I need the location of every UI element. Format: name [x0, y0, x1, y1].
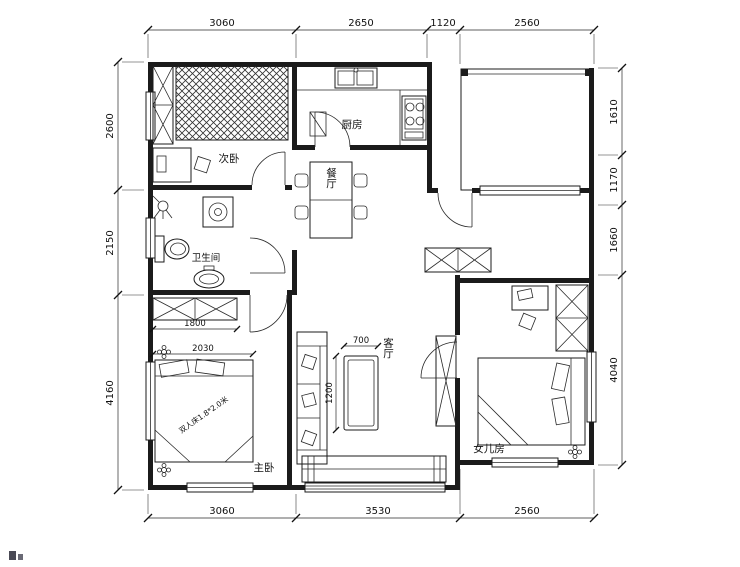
door-kitchen	[314, 111, 351, 148]
dim-label: 2030	[192, 344, 214, 354]
desk	[511, 285, 549, 331]
door-master-bedroom	[249, 294, 288, 333]
dim-label: 3060	[209, 506, 234, 517]
door-daughter-room	[420, 341, 458, 379]
watermark-logo	[9, 551, 23, 560]
master-bed: 双人床1.8*2.0米	[154, 358, 254, 463]
door-entry	[437, 192, 473, 228]
chair	[353, 173, 368, 188]
dim-table-width: 700	[340, 336, 382, 350]
room-label-dining: 餐厅	[325, 167, 337, 189]
coffee-table	[343, 355, 379, 431]
dim-label: 4040	[609, 357, 620, 382]
dim-label: 1200	[325, 382, 335, 404]
sink	[334, 67, 378, 89]
wardrobe	[152, 297, 238, 321]
plant-icon	[157, 345, 171, 359]
sofa	[296, 331, 328, 465]
tv-cabinet	[435, 335, 457, 427]
window	[586, 351, 597, 423]
dim-label: 1800	[184, 319, 206, 329]
chair	[294, 173, 309, 188]
hall-cabinet	[424, 247, 492, 273]
bay-window-seat	[301, 455, 447, 483]
dim-table-length: 1200	[325, 352, 340, 434]
dim-label: 2560	[514, 506, 539, 517]
dimension-right: 1610 1170 1660 4040	[598, 63, 627, 470]
toilet	[154, 235, 190, 263]
room-label-daughter: 女儿房	[473, 442, 505, 455]
dim-label: 3530	[365, 506, 390, 517]
dim-label: 2600	[105, 113, 116, 138]
room-dining: 餐厅	[294, 161, 368, 239]
window	[145, 361, 156, 441]
dim-label: 2150	[105, 230, 116, 255]
daughter-bed	[477, 357, 586, 446]
room-label-kitchen: 厨房	[342, 118, 363, 131]
chair	[294, 205, 309, 220]
window	[145, 91, 156, 141]
balcony	[460, 68, 593, 191]
cabinet	[309, 111, 327, 137]
door-secondary-bedroom	[251, 151, 286, 186]
shower-icon	[152, 195, 173, 219]
window-sliding	[304, 482, 446, 493]
stove	[401, 95, 427, 141]
dim-label: 4160	[105, 380, 116, 405]
room-label-living: 客厅	[382, 337, 394, 359]
plant-icon	[157, 463, 171, 477]
dim-label: 1660	[609, 227, 620, 252]
window	[479, 185, 581, 196]
room-label-bathroom: 卫生间	[192, 252, 221, 264]
dimension-top: 3060 2650 1120 2560	[143, 18, 599, 64]
dim-label: 1170	[609, 167, 620, 192]
plant-icon	[568, 445, 582, 459]
room-kitchen: 厨房	[297, 67, 427, 145]
chair	[353, 205, 368, 220]
window	[186, 482, 254, 493]
wardrobe	[152, 65, 174, 145]
wardrobe	[555, 284, 589, 352]
dim-label: 3060	[209, 18, 234, 29]
windows	[145, 91, 597, 493]
tatami-bed	[175, 65, 289, 141]
bed-size-label: 双人床1.8*2.0米	[177, 394, 230, 436]
kitchen-counter	[297, 89, 427, 145]
window	[145, 217, 156, 259]
room-master-bedroom: 1800 2030 双人床1.8*2.0米 主卧	[149, 297, 275, 477]
dim-label: 2650	[348, 18, 373, 29]
door-bathroom	[249, 237, 286, 274]
room-label-secondary-bedroom: 次卧	[219, 152, 240, 165]
dimension-bottom: 3060 3530 2560	[143, 469, 599, 523]
room-living: 700 1200 客厅	[296, 331, 457, 483]
window	[491, 457, 559, 468]
dim-label: 1120	[430, 18, 455, 29]
dim-label: 1610	[609, 99, 620, 124]
washbasin	[193, 265, 225, 289]
dimension-left: 2600 2150 4160	[105, 57, 144, 495]
desk	[152, 147, 212, 183]
doors	[249, 111, 473, 379]
dim-label: 2560	[514, 18, 539, 29]
washing-machine	[202, 196, 234, 228]
room-daughter: 女儿房	[473, 284, 589, 459]
dim-label: 700	[353, 336, 369, 346]
room-label-master-bedroom: 主卧	[254, 461, 275, 474]
room-bathroom: 卫生间	[152, 195, 234, 289]
dim-wardrobe: 1800	[149, 319, 241, 333]
room-secondary-bedroom: 次卧	[152, 65, 289, 183]
